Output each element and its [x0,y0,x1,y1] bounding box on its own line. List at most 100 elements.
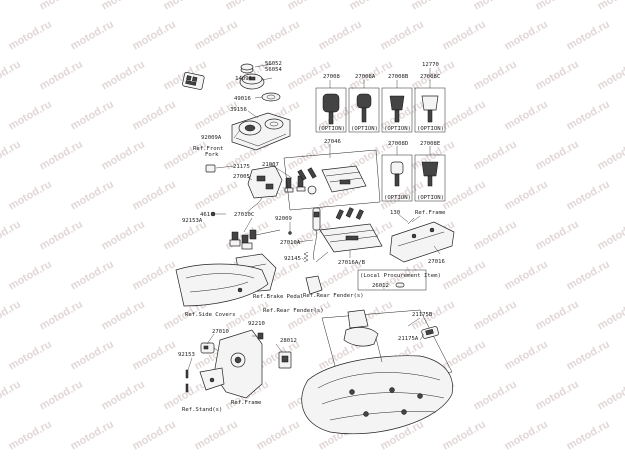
label-27008E: 27008E [420,141,441,147]
handlebar-switch-part[interactable] [245,165,283,215]
clip-part[interactable] [257,332,264,340]
watermark-text: motod.ru [565,258,612,292]
relay-part[interactable] [284,175,306,193]
labels: 56052 56054 14091 49016 39156 92009A Ref… [178,61,446,413]
watermark-text: motod.ru [38,58,85,92]
watermark-text: motod.ru [503,418,550,452]
watermark-text: motod.ru [255,18,302,52]
ecu-part[interactable] [321,165,367,193]
watermark-text: motod.ru [410,0,457,13]
key-27008B[interactable] [389,95,405,123]
label-27008: 27008 [323,74,340,80]
ecu-unit-part[interactable] [315,223,383,263]
label-21175: 21175 [233,164,250,170]
ecu-bracket-part[interactable] [389,217,455,263]
tool-kit-strap-part[interactable] [343,309,383,363]
watermark-text: motod.ru [0,138,23,172]
ref-front-fork-2: Fork [205,152,219,158]
watermark-text: motod.ru [100,378,147,412]
watermark-text: motod.ru [534,0,581,13]
watermark-text: motod.ru [534,138,581,172]
watermark-text: motod.ru [441,258,488,292]
label-27010C: 27010C [234,212,254,218]
watermark-text: motod.ru [534,218,581,252]
ref-side-covers: Ref.Side Covers [185,312,236,318]
label-21175A: 21175A [398,336,419,342]
cap-part[interactable] [240,63,254,74]
ref-stands: Ref.Stand(s) [182,407,222,413]
watermark-text: motod.ru [69,98,116,132]
watermark-text: motod.ru [255,418,302,452]
watermark-text: motod.ru [131,258,178,292]
side-cover-part[interactable] [175,263,269,307]
watermark-text: motod.ru [7,98,54,132]
watermark-text: motod.ru [100,0,147,13]
key-27008A[interactable] [356,93,372,123]
watermark-text: motod.ru [565,338,612,372]
key-27008C[interactable] [421,95,439,123]
watermark-text: motod.ru [286,0,333,13]
watermark-text: motod.ru [348,0,395,13]
watermark-text: motod.ru [0,0,23,13]
bolts-part[interactable] [185,369,189,393]
lock-cylinder-part[interactable] [239,73,265,90]
ref-rear-fender: Ref.Rear Fender(s) [303,293,364,299]
watermark-text: motod.ru [100,298,147,332]
watermark-text: motod.ru [7,18,54,52]
label-option-1: (OPTION) [318,126,345,132]
ref-frame-2: Ref.Frame [231,400,262,406]
watermark-text: motod.ru [131,418,178,452]
key-blanks-part[interactable] [335,207,364,220]
small-clip-part[interactable] [205,164,216,173]
key-27008[interactable] [322,93,340,125]
ref-front-fork-1: Ref.Front [193,146,223,152]
watermark-text: motod.ru [0,218,23,252]
label-27046: 27046 [324,139,341,145]
spring-part[interactable] [303,251,309,263]
watermark-text: motod.ru [131,178,178,212]
stand-bracket-part[interactable] [199,329,263,399]
watermark-text: motod.ru [131,18,178,52]
watermark-text: motod.ru [0,298,23,332]
watermark-text: motod.ru [38,138,85,172]
watermark-text: motod.ru [503,338,550,372]
stand-switch-part[interactable] [200,342,231,361]
watermark-text: motod.ru [503,258,550,292]
watermark-text: motod.ru [534,378,581,412]
watermark-text: motod.ru [38,298,85,332]
watermark-text: motod.ru [565,418,612,452]
relay-28012-part[interactable] [278,351,292,369]
ref-rear-fender-2: Ref.Rear Fender(s) [263,308,324,314]
leader-lines [187,63,441,371]
tool-kit-21175A-part[interactable] [421,326,439,339]
watermark-text: motod.ru [69,418,116,452]
key-set-part[interactable] [297,167,317,195]
watermark-text: motod.ru [503,18,550,52]
label-92210: 92210 [248,321,265,327]
brake-pedal-ref [305,275,323,295]
washer-part[interactable] [261,92,281,102]
watermark-text: motod.ru [596,218,625,252]
label-130: 130 [390,210,400,216]
label-49016: 49016 [234,96,251,102]
switch-connectors-part[interactable] [229,229,281,250]
watermark-text: motod.ru [472,218,519,252]
watermark-text: motod.ru [193,18,240,52]
ignition-switch-part[interactable] [231,112,291,151]
key-27008E[interactable] [421,161,439,187]
switch-block-part[interactable] [182,72,205,90]
label-27016AB: 27016A/B [338,260,366,266]
label-12770: 12770 [422,62,439,68]
label-92153A: 92153A [182,218,203,224]
rear-fender-area [301,309,453,435]
rear-fender-part[interactable] [301,355,453,435]
label-27008B: 27008B [388,74,409,80]
key-27008D[interactable] [390,161,404,187]
watermark-text: motod.ru [472,58,519,92]
watermark-text: motod.ru [7,258,54,292]
label-option-3: (OPTION) [384,126,411,132]
watermark-text: motod.ru [472,0,519,13]
brake-switch-part[interactable] [312,207,321,261]
ref-frame: Ref.Frame [415,210,446,216]
